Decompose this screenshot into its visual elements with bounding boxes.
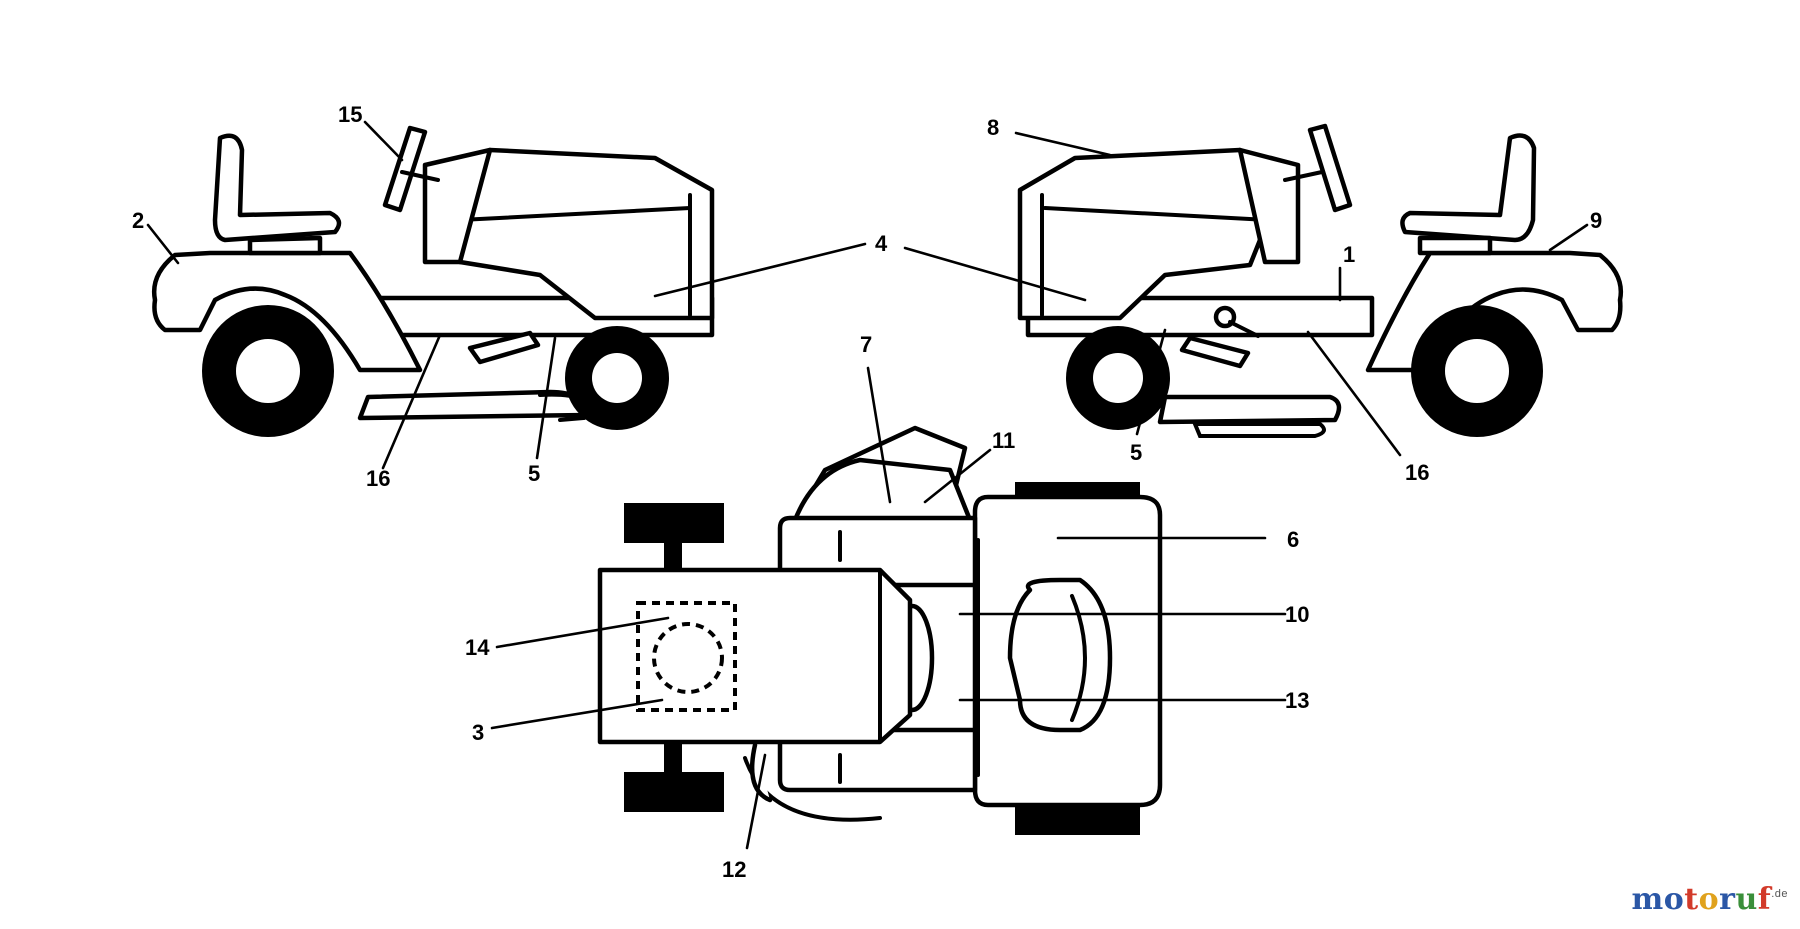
leader-9 [1548,223,1589,252]
callout-8: 8 [987,115,999,140]
top-rear-tire-lower [1015,807,1140,835]
top-front-tire-upper [624,503,724,543]
left-steering-wheel [382,125,428,213]
right-hood [1017,147,1273,321]
callout-7: 7 [860,332,872,357]
callout-2: 2 [132,208,144,233]
callout-10: 10 [1285,602,1309,627]
left-front-hub [592,353,642,403]
top-seat-back [1070,594,1087,722]
leader-4-left [653,242,867,298]
leader-16-right [1306,330,1402,457]
watermark-letter: u [1735,882,1758,917]
right-seat [1400,133,1537,243]
leader-12 [745,753,767,850]
watermark-letter: f [1757,882,1772,917]
left-steering-column [400,170,440,182]
leader-15 [363,120,404,162]
right-deck-skirt [1192,422,1326,438]
top-hood-decal-outline [636,601,737,712]
watermark-suffix: .de [1771,888,1788,900]
right-lever [1228,320,1260,338]
watermark-letter: o [1698,882,1720,917]
callout-16-left: 16 [366,466,390,491]
leader-lines [146,120,1589,850]
callout-1: 1 [1343,242,1355,267]
callout-9: 9 [1590,208,1602,233]
callout-4: 4 [875,231,888,256]
callout-6: 6 [1287,527,1299,552]
right-seat-base [1417,235,1493,256]
right-hood-line [1043,206,1270,222]
leader-4-right [903,246,1087,302]
right-mower-deck [1157,394,1342,425]
right-steering-wheel [1307,123,1353,213]
leader-14 [495,616,670,649]
leader-5-left [535,336,557,460]
callout-14: 14 [465,635,490,660]
left-rear-fender [151,250,423,373]
motoruf-watermark-logo: motoruf.de [1632,882,1788,917]
left-rear-hub [236,339,300,403]
leader-8 [1014,131,1112,157]
right-pedal [1179,335,1251,369]
leader-16-left [381,333,442,470]
callout-16-right: 16 [1405,460,1429,485]
leader-2 [146,223,180,265]
callout-5-right: 5 [1130,440,1142,465]
watermark-letter: o [1663,882,1685,917]
top-front-axle-upper [664,540,682,572]
callout-5-left: 5 [528,461,540,486]
right-side-view-tractor [1017,123,1624,438]
top-hood [597,567,913,745]
left-side-view-tractor [151,125,715,437]
top-front-tire-lower [624,772,724,812]
top-front-axle-lower [664,744,682,776]
left-hood [452,147,715,321]
callout-13: 13 [1285,688,1309,713]
watermark-letter: t [1684,882,1699,917]
right-front-hub [1093,353,1143,403]
top-seat [1007,577,1113,733]
right-rear-hub [1445,339,1509,403]
left-seat-base [247,235,323,256]
leader-7 [866,366,892,504]
callout-3: 3 [472,720,484,745]
callout-labels: 1 2 3 4 5 5 6 7 8 9 10 11 12 13 14 15 16… [132,102,1602,882]
top-view-tractor [597,425,1163,835]
watermark-letter: m [1631,882,1664,917]
top-deck-front [792,457,973,523]
leader-5-right [1135,328,1167,436]
leader-11 [923,448,992,504]
left-hood-line [458,206,692,222]
callout-11: 11 [992,428,1015,453]
right-dash [1237,147,1301,265]
right-steering-column [1283,170,1324,182]
leader-3 [490,698,664,730]
left-pedal [467,330,541,365]
watermark-letter: r [1719,882,1736,917]
left-dash [422,147,493,265]
top-hood-decal-circle [652,622,724,694]
callout-15: 15 [338,102,362,127]
callout-12: 12 [722,857,746,882]
left-seat [212,133,342,243]
